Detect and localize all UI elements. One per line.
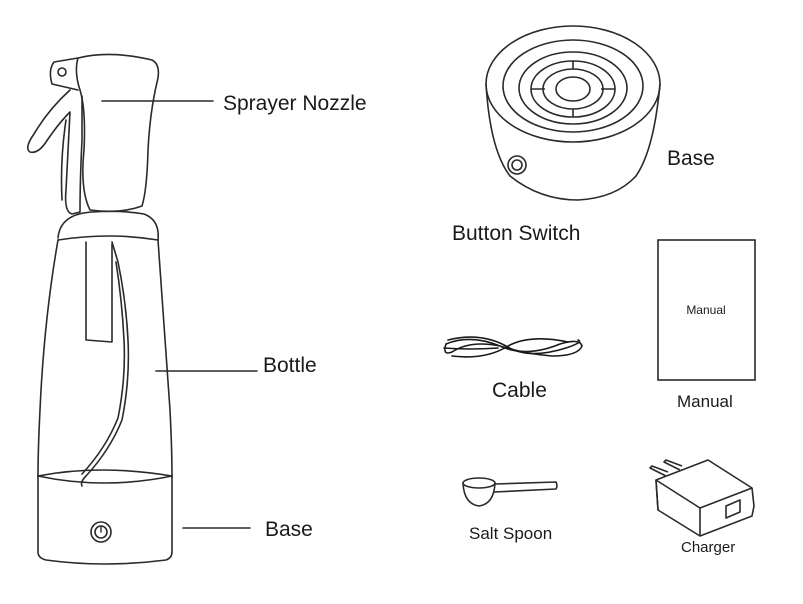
sprayer-nozzle-illustration [26, 53, 160, 241]
label-cable: Cable [492, 379, 547, 402]
power-button-icon [90, 521, 112, 543]
label-salt-spoon: Salt Spoon [469, 524, 553, 543]
bottle-illustration [37, 239, 173, 487]
label-charger: Charger [681, 539, 736, 556]
label-sprayer-nozzle: Sprayer Nozzle [223, 92, 367, 115]
cable-illustration [443, 336, 583, 358]
label-base-top: Base [667, 147, 715, 170]
base-unit-illustration [485, 25, 661, 201]
bottle-base-illustration [37, 469, 173, 565]
manual-booklet-illustration [657, 239, 756, 381]
charger-illustration [649, 459, 755, 537]
label-manual: Manual [677, 392, 733, 411]
label-base-bottom: Base [265, 518, 313, 541]
label-bottle: Bottle [263, 354, 317, 377]
salt-spoon-illustration [462, 477, 558, 507]
label-button-switch: Button Switch [452, 222, 581, 245]
spray-bottle-illustration [26, 53, 258, 565]
manual-cover-label: Manual [686, 303, 725, 317]
button-switch-icon [507, 155, 527, 175]
